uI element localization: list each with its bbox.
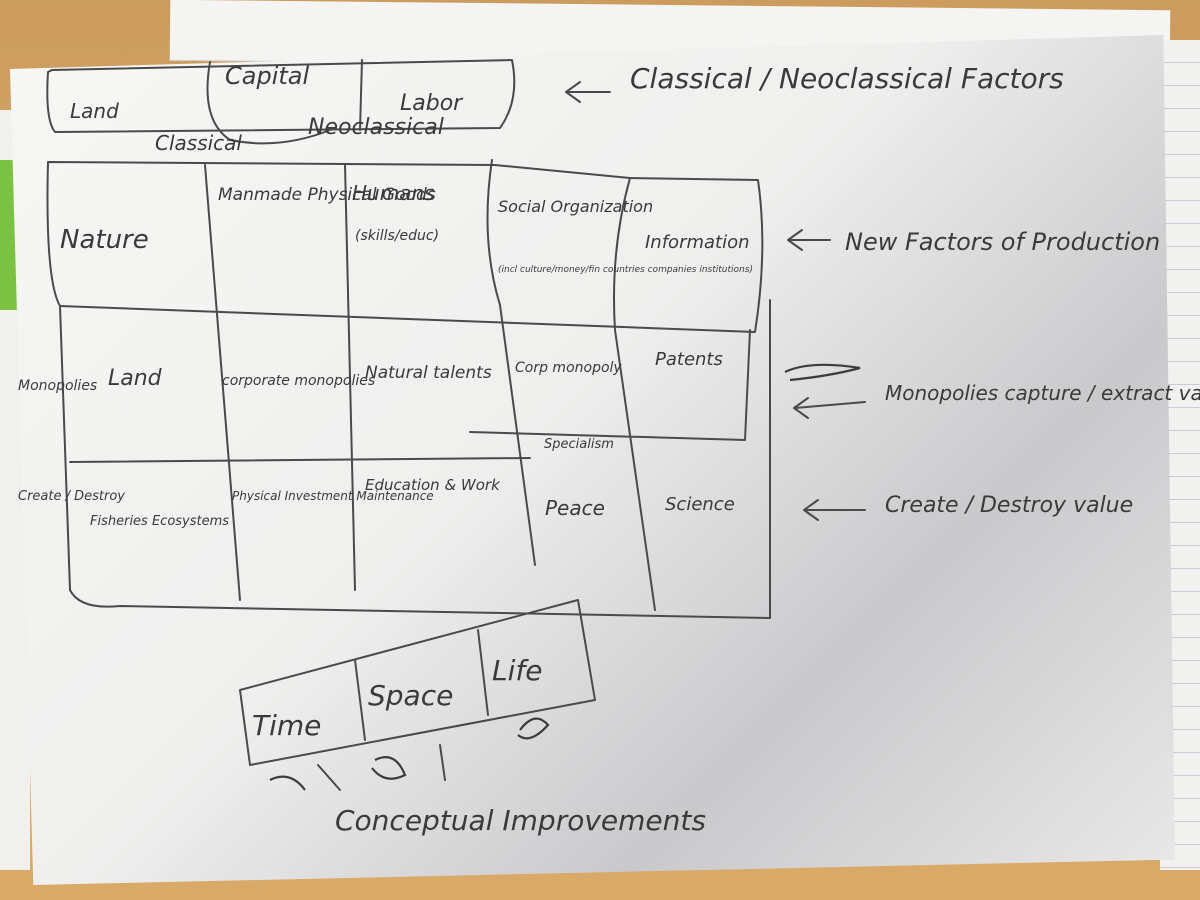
grid-row-line	[69, 457, 531, 463]
create-fisheries: Fisheries Ecosystems	[90, 514, 229, 529]
arrow-left-icon	[565, 81, 611, 103]
arrow-left-icon	[787, 229, 831, 251]
factor-capital: Capital	[225, 62, 309, 90]
col-social-sub: (incl culture/money/fin countries compan…	[498, 265, 753, 275]
label-neoclassical: Neoclassical	[308, 115, 444, 140]
label-classical: Classical	[155, 131, 242, 155]
col-nature: Nature	[60, 225, 149, 255]
col-manmade: Manmade Physical Goods	[218, 185, 436, 205]
divider-line	[477, 629, 489, 716]
specialism-label: Specialism	[544, 437, 614, 452]
mono-corp: Corp monopoly	[515, 360, 622, 376]
classical-factors-box	[46, 59, 516, 133]
time-space-life-box	[239, 599, 596, 766]
bottom-caption: Conceptual Improvements	[335, 804, 706, 837]
col-social: Social Organization	[498, 197, 653, 216]
grid-outer-border	[59, 299, 771, 619]
box-time: Time	[252, 709, 321, 742]
box-space: Space	[368, 679, 453, 712]
classical-note: Classical / Neoclassical Factors	[630, 62, 1064, 95]
create-science: Science	[665, 494, 735, 515]
row-create-label: Create / Destroy	[18, 489, 125, 504]
info-column-line	[613, 177, 656, 611]
row-monopolies-label: Monopolies	[18, 378, 97, 394]
col-humans-sub: (skills/educ)	[355, 228, 439, 244]
grid-col-line	[204, 164, 241, 601]
mono-talents: Natural talents	[365, 363, 492, 383]
mono-corporate: corporate monopolies	[222, 373, 375, 389]
col-information: Information	[645, 232, 750, 253]
new-factors-note: New Factors of Production	[845, 228, 1160, 256]
green-folder-tab	[0, 160, 18, 310]
mono-patents: Patents	[655, 349, 723, 370]
create-physical: Physical Investment Maintenance	[232, 489, 434, 503]
divider-line	[359, 59, 363, 131]
create-note: Create / Destroy value	[885, 493, 1133, 518]
box-life: Life	[492, 654, 542, 687]
col-humans: Humans	[352, 181, 435, 205]
arrow-left-icon	[793, 397, 866, 419]
scribble-mark	[269, 717, 550, 791]
grid-col-line	[486, 159, 536, 566]
mono-land: Land	[108, 366, 163, 391]
create-education: Education & Work	[365, 476, 501, 494]
create-peace: Peace	[545, 496, 605, 520]
pencil-strokes	[317, 744, 446, 791]
factor-labor: Labor	[400, 91, 464, 116]
capital-circle	[206, 61, 331, 145]
new-factors-header-box	[46, 161, 764, 333]
grid-col-line	[344, 164, 356, 591]
factor-land: Land	[70, 99, 119, 123]
grid-row-line	[469, 329, 751, 441]
scribble-mark	[784, 363, 861, 382]
divider-line	[354, 659, 366, 741]
monopolies-note: Monopolies capture / extract value	[885, 381, 1200, 405]
arrow-left-icon	[803, 499, 866, 521]
